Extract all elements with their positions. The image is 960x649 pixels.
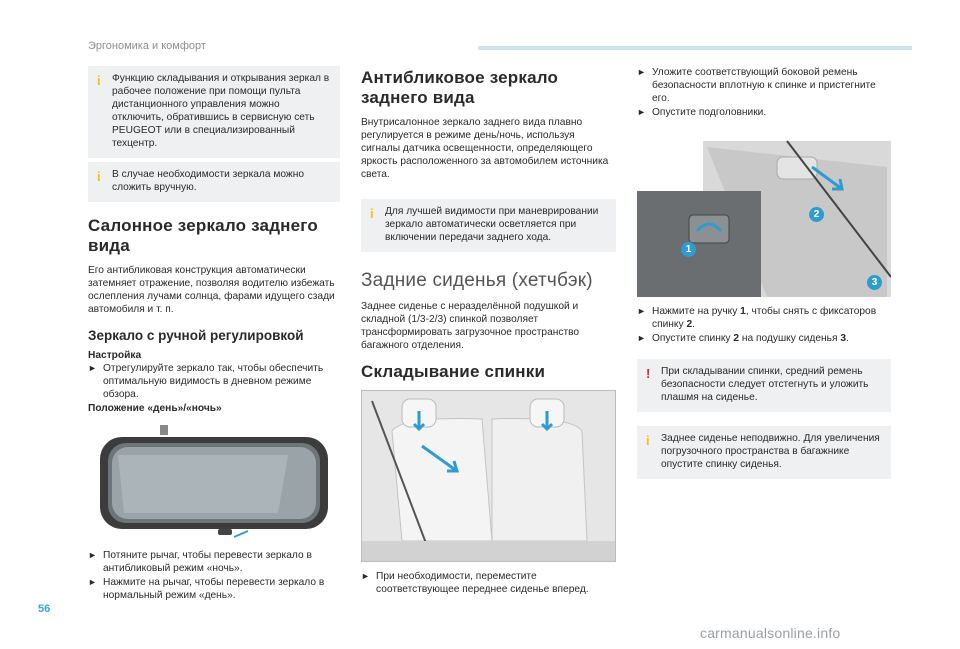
rear-seat-illustration (361, 390, 616, 562)
column-1: i Функцию складывания и открывания зерка… (88, 66, 340, 603)
heading-fold-backrest: Складывание спинки (361, 362, 546, 381)
callout-3-badge: 3 (867, 275, 882, 290)
warning-icon: ! (646, 366, 651, 381)
info-note: i Функцию складывания и открывания зерка… (88, 66, 340, 158)
list-item: ►Уложите соответствующий боковой ремень … (637, 67, 876, 104)
arrow-bullet-icon: ► (637, 306, 646, 316)
paragraph-mirror: Его антибликовая конструкция автоматичес… (88, 265, 335, 315)
header-rule (478, 46, 912, 50)
info-icon: i (97, 169, 101, 184)
section-title: Эргономика и комфорт (88, 40, 206, 52)
info-icon: i (370, 206, 374, 221)
arrow-bullet-icon: ► (637, 67, 646, 77)
arrow-bullet-icon: ► (361, 571, 370, 581)
arrow-bullet-icon: ► (637, 107, 646, 117)
list-item: ►Потяните рычаг, чтобы перевести зеркало… (88, 550, 312, 574)
arrow-bullet-icon: ► (88, 550, 97, 560)
info-icon: i (646, 433, 650, 448)
paragraph-rear-seats: Заднее сиденье с неразделённой подушкой … (361, 301, 580, 351)
note-text: Функцию складывания и открывания зеркал … (112, 73, 330, 149)
mirror-illustration (88, 425, 340, 541)
heading-rear-seats: Задние сиденья (хетчбэк) (361, 270, 593, 291)
list-item: ►Отрегулируйте зеркало так, чтобы обеспе… (88, 363, 324, 400)
list-item: ►Нажмите на ручку 1, чтобы снять с фикса… (637, 306, 877, 330)
watermark: carmanualsonline.info (700, 625, 841, 641)
arrow-bullet-icon: ► (88, 577, 97, 587)
label-setting: Настройка (88, 350, 142, 361)
info-note: i В случае необходимости зеркала можно с… (88, 162, 340, 202)
warning-note: ! При складывании спинки, средний ремень… (637, 359, 891, 412)
heading-manual-mirror: Зеркало с ручной регулировкой (88, 328, 304, 343)
info-note: i Для лучшей видимости при маневрировани… (361, 199, 616, 252)
note-text: Заднее сиденье неподвижно. Для увеличени… (661, 433, 880, 470)
callout-1-badge: 1 (681, 242, 696, 257)
note-text: В случае необходимости зеркала можно сло… (112, 169, 305, 193)
list-item: ►При необходимости, переместите соответс… (361, 571, 589, 595)
list-item: ►Нажмите на рычаг, чтобы перевести зерка… (88, 577, 325, 601)
list-item: ►Опустите спинку 2 на подушку сиденья 3. (637, 333, 849, 344)
info-note: i Заднее сиденье неподвижно. Для увеличе… (637, 426, 891, 479)
rearview-mirror-image (100, 425, 328, 538)
note-text: Для лучшей видимости при маневрировании … (385, 206, 599, 243)
column-2: Антибликовое зеркало заднего вида Внутри… (361, 66, 616, 597)
arrow-bullet-icon: ► (637, 333, 646, 343)
paragraph-auto-mirror: Внутрисалонное зеркало заднего вида плав… (361, 117, 609, 180)
note-text: При складывании спинки, средний ремень б… (661, 366, 869, 403)
seat-release-illustration: 1 2 3 (637, 127, 892, 297)
list-item: ►Опустите подголовники. (637, 107, 767, 118)
seat-release-image (637, 140, 892, 297)
callout-2-badge: 2 (809, 207, 824, 222)
arrow-bullet-icon: ► (88, 363, 97, 373)
info-icon: i (97, 73, 101, 88)
label-day-night: Положение «день»/«ночь» (88, 403, 222, 414)
page-number: 56 (38, 603, 51, 615)
rear-seat-image (362, 391, 615, 561)
heading-interior-mirror: Салонное зеркало заднего вида (88, 216, 318, 255)
heading-auto-mirror: Антибликовое зеркало заднего вида (361, 68, 559, 107)
column-3: ►Уложите соответствующий боковой ремень … (637, 66, 892, 483)
